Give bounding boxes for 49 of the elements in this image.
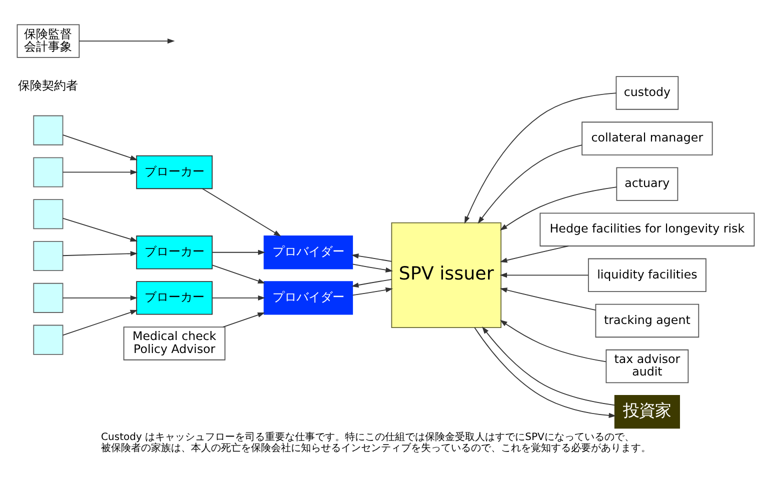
node-box: liquidity facilities — [588, 258, 706, 292]
arrow — [500, 272, 589, 278]
node-box: プロバイダー — [264, 280, 353, 314]
node-box — [33, 198, 64, 229]
node-box: プロバイダー — [264, 235, 353, 269]
label: 保険契約者 — [18, 78, 78, 92]
node-box: ブローカー — [136, 154, 213, 189]
node-box: Medical check Policy Advisor — [123, 326, 226, 360]
arrow — [500, 287, 596, 310]
node-box — [33, 282, 64, 312]
node-box: actuary — [616, 166, 678, 200]
arrow — [62, 294, 138, 300]
arrow — [62, 134, 138, 160]
arrow — [478, 144, 582, 224]
node-box: Hedge facilities for longevity risk — [540, 212, 755, 246]
arrow — [474, 326, 616, 418]
arrow — [464, 92, 617, 224]
node-box — [33, 114, 64, 145]
arrow — [500, 245, 569, 262]
arrow — [482, 326, 616, 406]
arrow — [62, 169, 138, 174]
arrow — [202, 188, 282, 236]
node-box: 保険監督 会計事象 — [16, 24, 80, 58]
arrow — [351, 278, 392, 288]
arrow — [62, 309, 138, 336]
node-box: ブローカー — [136, 280, 213, 314]
node-box — [33, 156, 64, 187]
caption: Custody はキャッシュフローを司る重要な仕事です。特にこの仕組では保険金受取人はすでにSPVになっているので、被保険者の家族は、本人の死亡を保険会社に知らせるインセンティブを失っているので、これを覚知する必要があります。 — [101, 431, 652, 454]
node-box: SPV issuer — [391, 222, 502, 328]
arrow — [212, 294, 266, 300]
arrow — [212, 249, 266, 254]
node-box: tracking agent — [595, 303, 700, 338]
node-box: custody — [616, 76, 679, 110]
arrow — [351, 252, 392, 262]
arrow — [500, 319, 606, 362]
node-box — [33, 240, 64, 271]
arrow — [352, 286, 393, 296]
arrow — [78, 38, 175, 44]
arrow — [62, 250, 138, 256]
node-box — [33, 324, 64, 354]
arrow — [352, 263, 393, 272]
arrow — [62, 217, 138, 242]
node-box: ブローカー — [136, 235, 213, 269]
arrow — [222, 312, 266, 327]
node-box: collateral manager — [582, 121, 713, 155]
node-box: tax advisor audit — [606, 348, 689, 383]
arrow — [212, 264, 266, 283]
arrow — [500, 186, 618, 230]
node-box: 投資家 — [614, 394, 680, 428]
